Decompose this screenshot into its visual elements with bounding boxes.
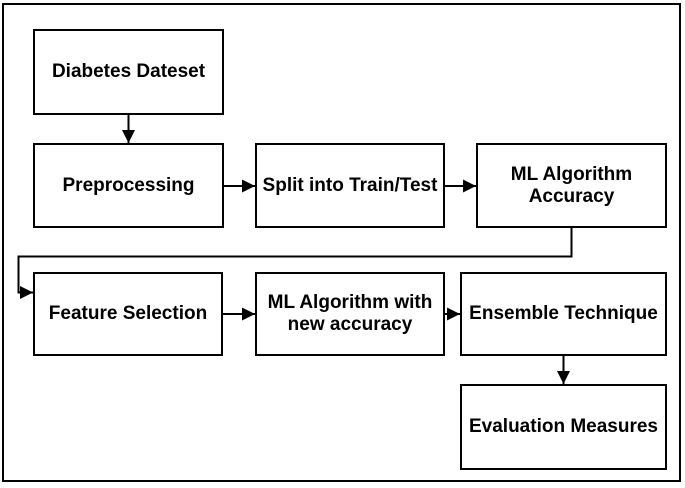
node-evaluation-measures: Evaluation Measures [460, 384, 667, 470]
node-ensemble-technique: Ensemble Technique [460, 272, 667, 356]
node-split-train-test: Split into Train/Test [255, 143, 445, 228]
node-ml-algorithm-accuracy: ML Algorithm Accuracy [476, 143, 667, 228]
outer-border [2, 3, 681, 482]
node-ml-algorithm-new-accuracy: ML Algorithm with new accuracy [255, 272, 445, 356]
node-diabetes-dataset: Diabetes Dateset [33, 29, 224, 115]
node-preprocessing: Preprocessing [33, 143, 224, 228]
node-feature-selection: Feature Selection [33, 272, 223, 356]
